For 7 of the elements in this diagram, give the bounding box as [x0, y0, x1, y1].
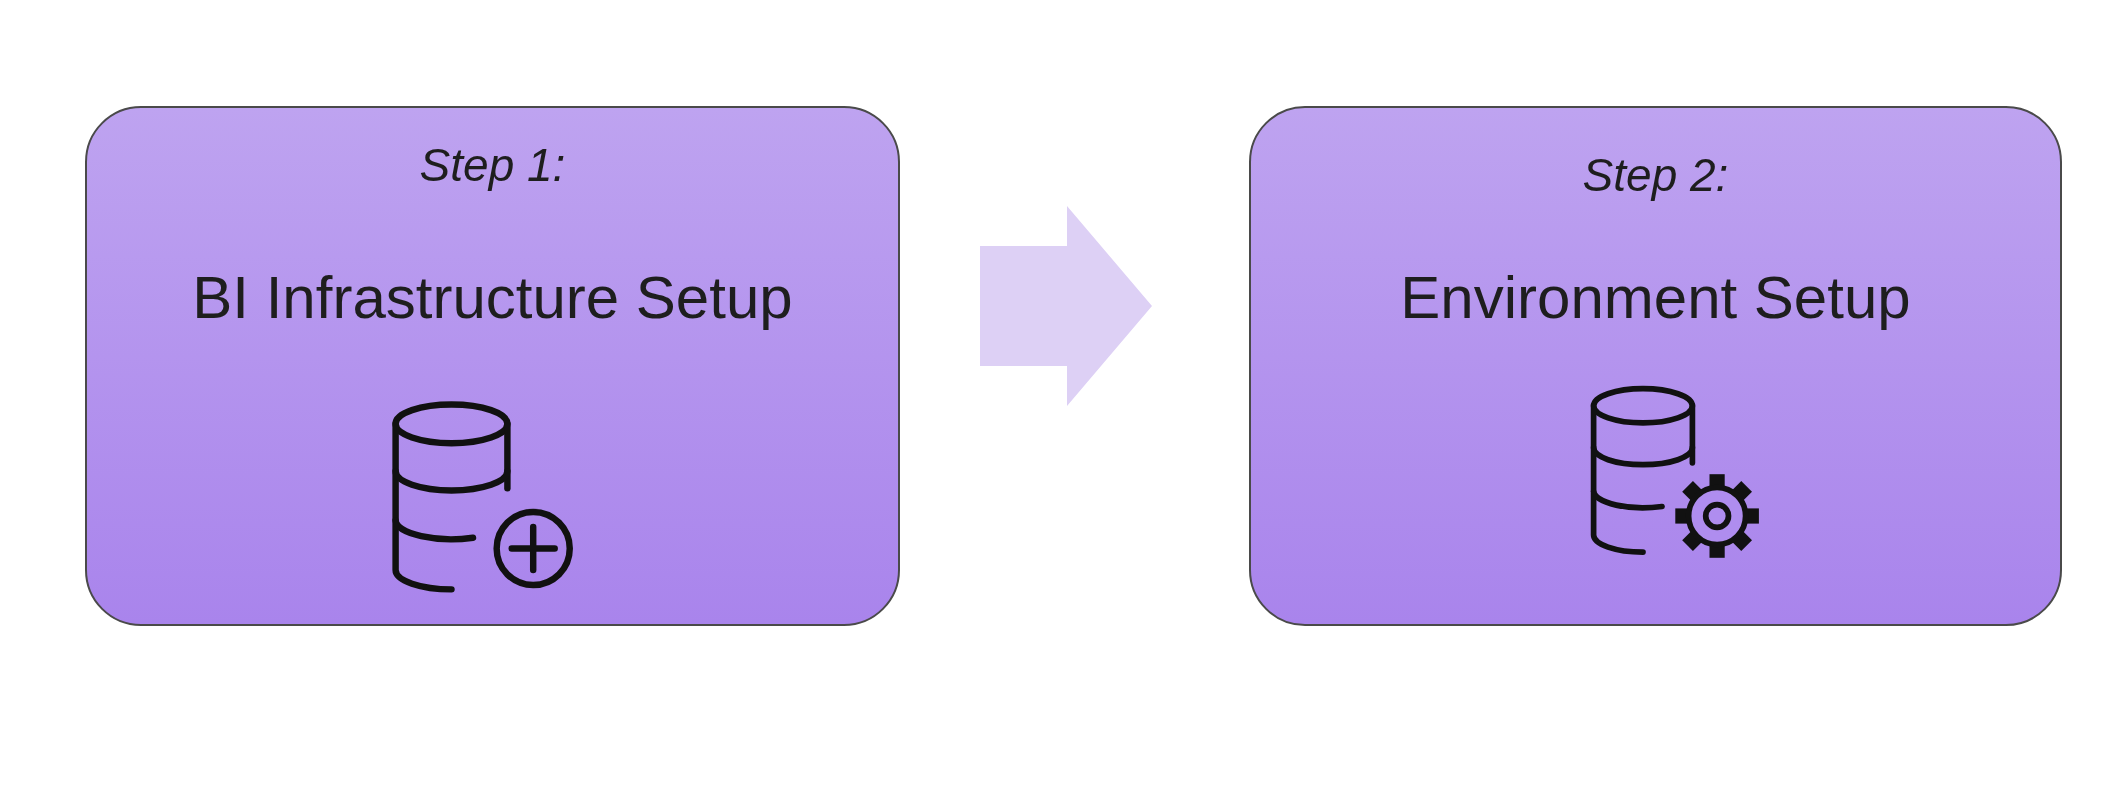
- step-title: BI Infrastructure Setup: [191, 263, 794, 332]
- step-label: Step 1:: [418, 138, 567, 192]
- step-card: [1249, 106, 2062, 626]
- step-title: Environment Setup: [1399, 263, 1912, 332]
- step-label: Step 2:: [1581, 148, 1730, 202]
- block-arrow: [980, 206, 1152, 406]
- step-card: [85, 106, 900, 626]
